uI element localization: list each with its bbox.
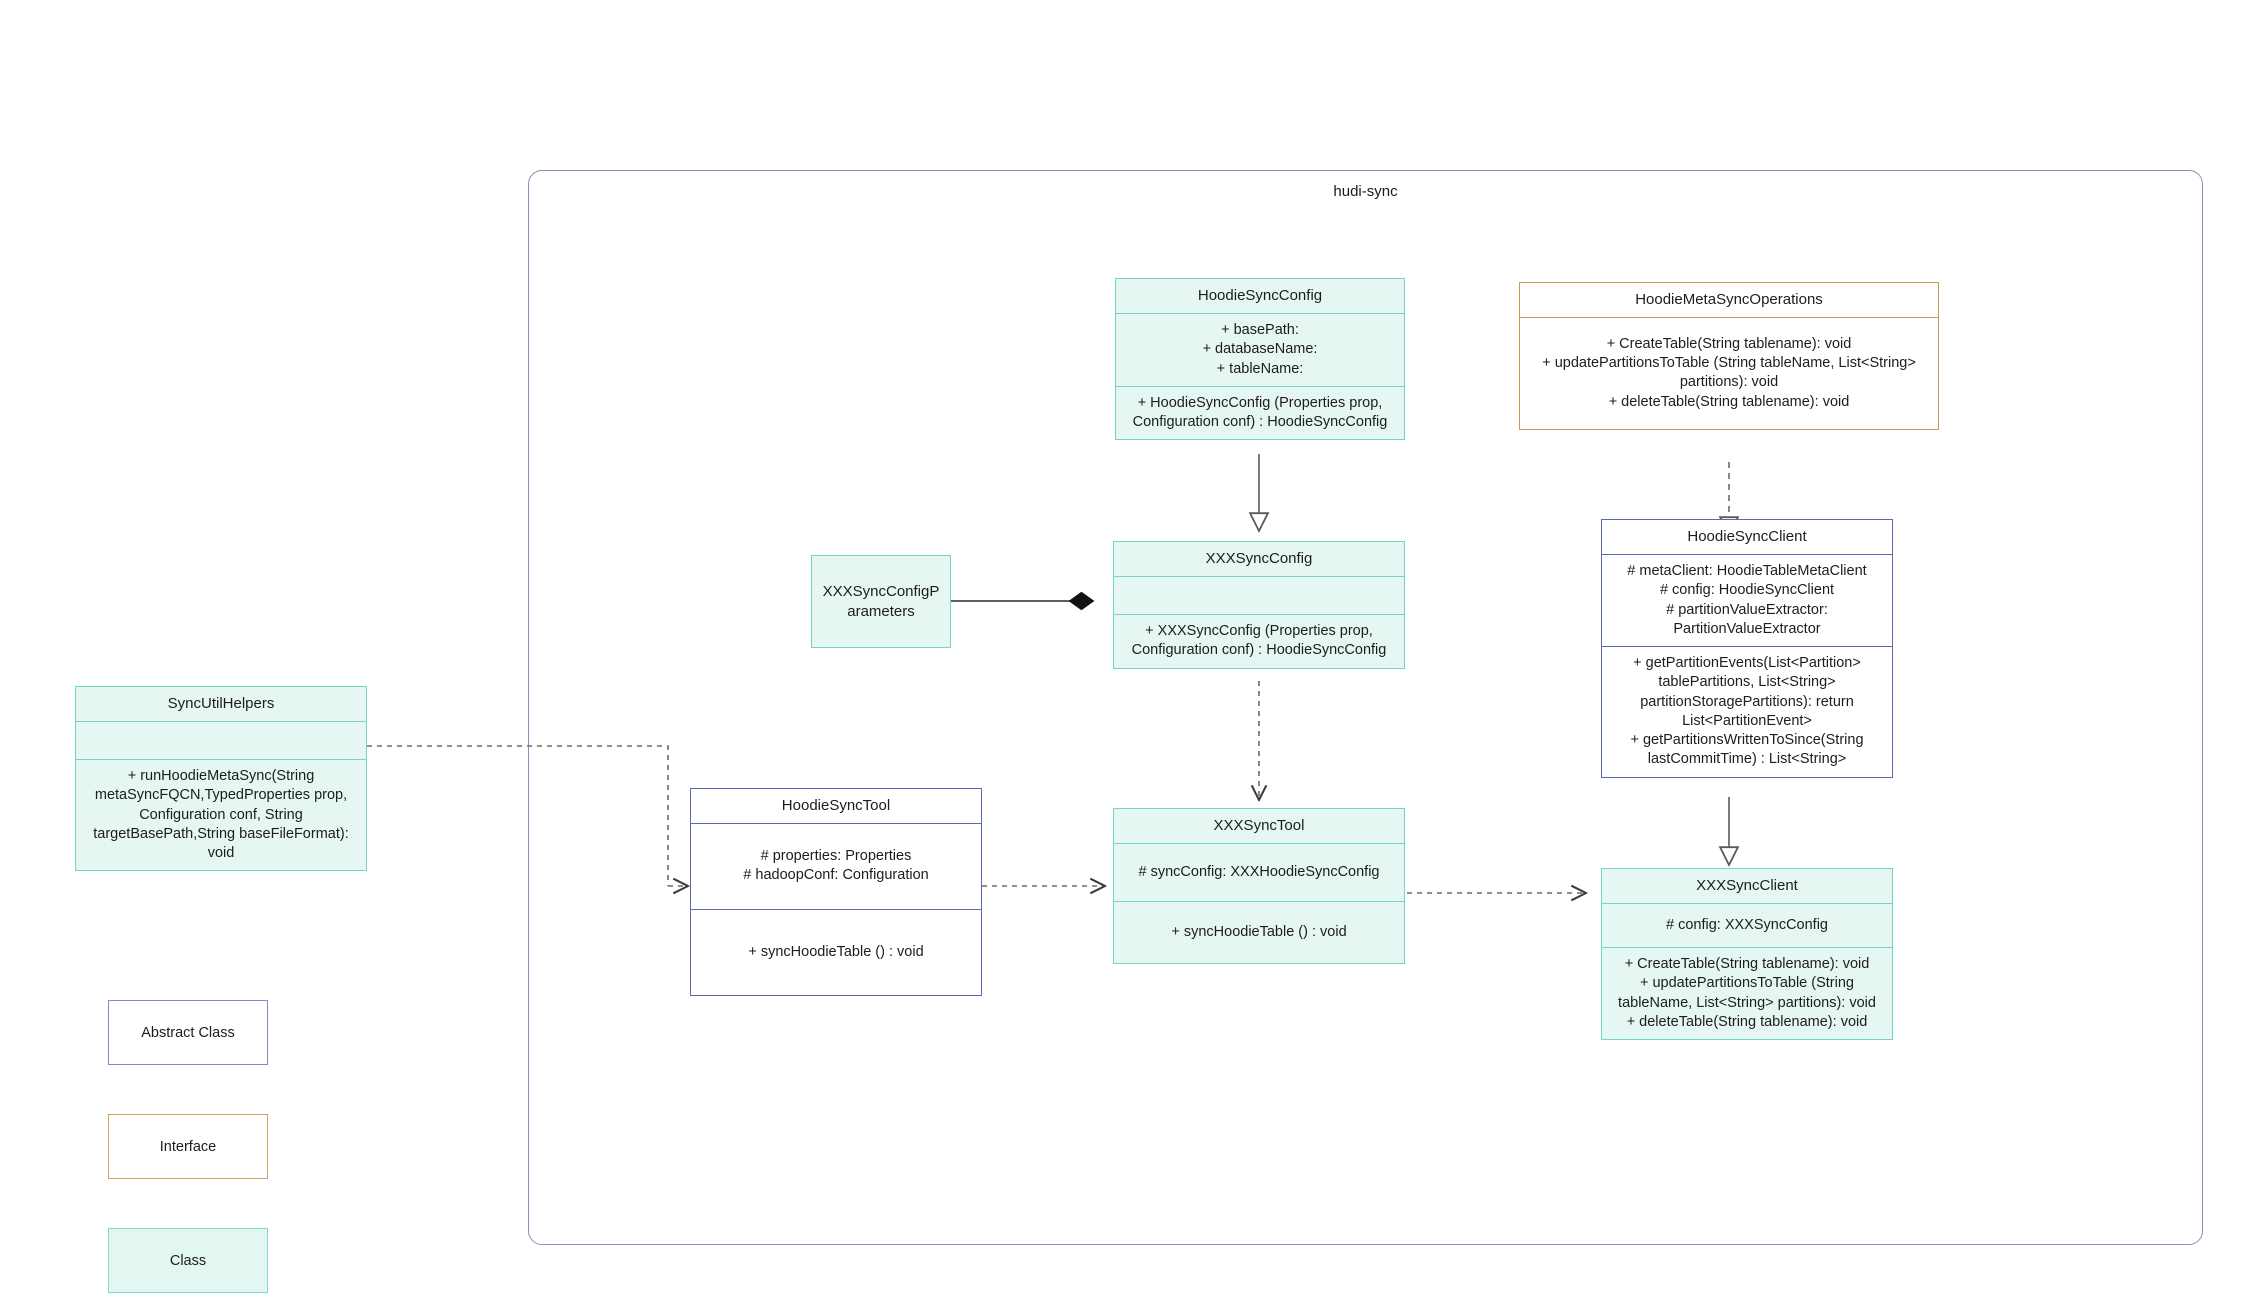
class-box-sync-util-helpers[interactable]: SyncUtilHelpers + runHoodieMetaSync(Stri… [75,686,367,872]
class-attributes [76,720,366,759]
legend-class-label: Class [169,1252,207,1269]
interface-title: HoodieMetaSyncOperations [1635,291,1823,308]
class-box-xxx-sync-config[interactable]: XXXSyncConfig + XXXSyncConfig (Propertie… [1113,541,1405,669]
class-attributes: # metaClient: HoodieTableMetaClient # co… [1602,553,1892,646]
class-title: XXXSyncConfigParameters [822,582,940,620]
legend-interface-label: Interface [159,1138,217,1155]
class-box-hoodie-sync-tool[interactable]: HoodieSyncTool # properties: Properties … [690,788,982,996]
legend-class: Class [108,1228,268,1293]
class-box-hoodie-sync-config[interactable]: HoodieSyncConfig + basePath: + databaseN… [1115,278,1405,441]
interface-box-hoodie-meta-sync-operations[interactable]: HoodieMetaSyncOperations + CreateTable(S… [1519,282,1939,430]
class-box-xxx-sync-tool[interactable]: XXXSyncTool # syncConfig: XXXHoodieSyncC… [1113,808,1405,964]
class-title: HoodieSyncTool [781,797,891,814]
class-box-xxx-sync-client[interactable]: XXXSyncClient # config: XXXSyncConfig + … [1601,868,1893,1041]
class-methods: + XXXSyncConfig (Properties prop, Config… [1114,613,1404,668]
class-title: HoodieSyncClient [1687,528,1807,545]
class-title: HoodieSyncConfig [1197,287,1323,304]
package-label: hudi-sync [1333,183,1398,200]
class-box-xxx-sync-config-parameters[interactable]: XXXSyncConfigParameters [811,555,951,648]
package-hudi-sync: hudi-sync [528,170,2203,1245]
class-attributes: # properties: Properties # hadoopConf: C… [691,822,981,909]
class-methods: + getPartitionEvents(List<Partition> tab… [1602,646,1892,777]
class-methods: + syncHoodieTable () : void [691,908,981,995]
class-attributes: # syncConfig: XXXHoodieSyncConfig [1114,842,1404,901]
class-methods: + runHoodieMetaSync(String metaSyncFQCN,… [76,758,366,870]
class-box-hoodie-sync-client[interactable]: HoodieSyncClient # metaClient: HoodieTab… [1601,519,1893,778]
class-methods: + syncHoodieTable () : void [1114,900,1404,963]
class-methods: + HoodieSyncConfig (Properties prop, Con… [1116,385,1404,440]
class-methods: + CreateTable(String tablename): void + … [1602,946,1892,1039]
class-attributes: + basePath: + databaseName: + tableName: [1116,312,1404,386]
class-title: SyncUtilHelpers [167,695,275,712]
legend-interface: Interface [108,1114,268,1179]
interface-methods: + CreateTable(String tablename): void + … [1520,316,1938,429]
legend-abstract-class-label: Abstract Class [141,1024,235,1041]
class-attributes [1114,575,1404,614]
class-title: XXXSyncConfig [1205,550,1313,567]
legend-abstract-class: Abstract Class [108,1000,268,1065]
class-title: XXXSyncTool [1213,817,1305,834]
class-attributes: # config: XXXSyncConfig [1602,902,1892,947]
class-title: XXXSyncClient [1696,877,1798,894]
